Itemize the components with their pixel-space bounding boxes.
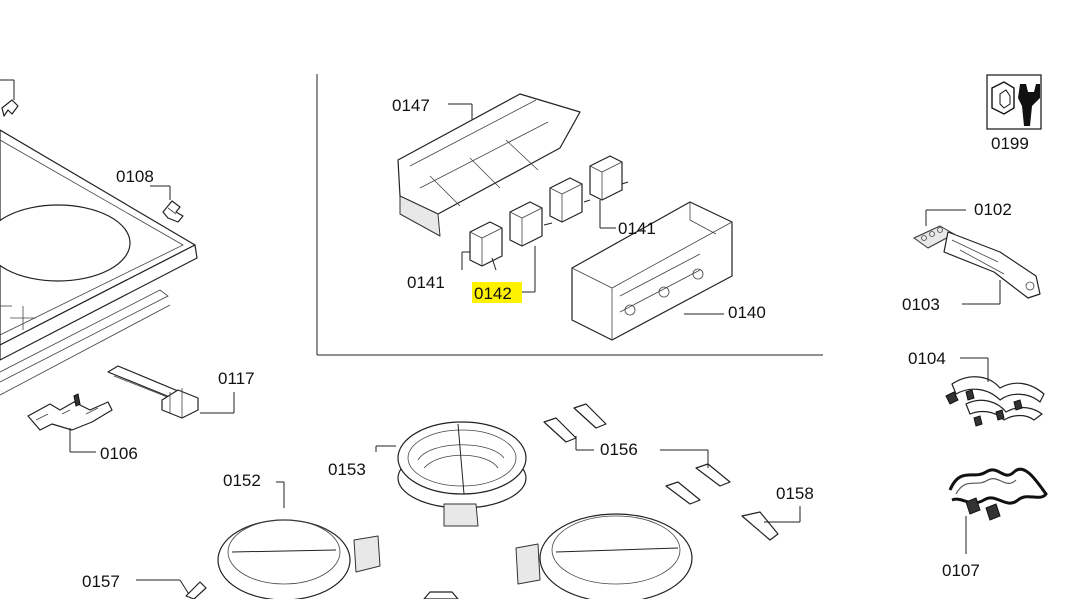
energy-regulator-switch [589,155,629,201]
label-0152: 0152 [223,471,261,490]
label-0106: 0106 [100,444,138,463]
label-0147: 0147 [392,96,430,115]
bracket-0106 [27,393,113,453]
tool-box [986,74,1042,130]
label-0107: 0107 [942,561,980,580]
label-0153: 0153 [328,460,366,479]
spanner-nut-icon [991,81,1040,126]
energy-regulator-switch [469,221,503,271]
energy-regulator-switch-0142 [509,201,553,247]
radiant-heater-right [515,513,693,599]
terminal-block-0117 [107,365,235,419]
glass-ceramic-hob [0,129,198,396]
radiant-heater-0152 [217,481,381,599]
leader-lines [461,200,616,293]
label-0142-highlight [472,282,522,303]
label-0157: 0157 [82,572,120,591]
clip-0157 [136,579,207,599]
energy-regulator-switch [549,177,591,223]
label-0103: 0103 [902,295,940,314]
clip-set-0104 [945,357,1045,427]
label-0142: 0142 [474,284,512,303]
thermal-limiter-0102-0103 [913,209,1041,305]
label-0104: 0104 [908,349,946,368]
clip-0108 [150,185,184,223]
label-0108: 0108 [116,167,154,186]
partial-part-bottom [423,591,459,599]
label-0141: 0141 [407,273,445,292]
label-0156: 0156 [600,440,638,459]
label-0158: 0158 [776,484,814,503]
label-0102: 0102 [974,200,1012,219]
radiant-heater-0153 [375,421,527,527]
cover-0147 [397,93,581,237]
label-0140: 0140 [728,303,766,322]
detail-frame [316,74,823,356]
clip-0158 [741,506,801,541]
clip-part-top-left [0,79,19,117]
label-0117: 0117 [218,369,255,388]
label-0199: 0199 [991,134,1029,153]
wiring-0107 [948,467,1048,554]
label-0141: 0141 [618,219,656,238]
mounting-bracket-0140 [571,201,733,341]
spring-clips-0156 [543,403,731,505]
part-labels: 0147 0108 0141 0141 0142 0140 0117 0106 … [82,96,1029,591]
